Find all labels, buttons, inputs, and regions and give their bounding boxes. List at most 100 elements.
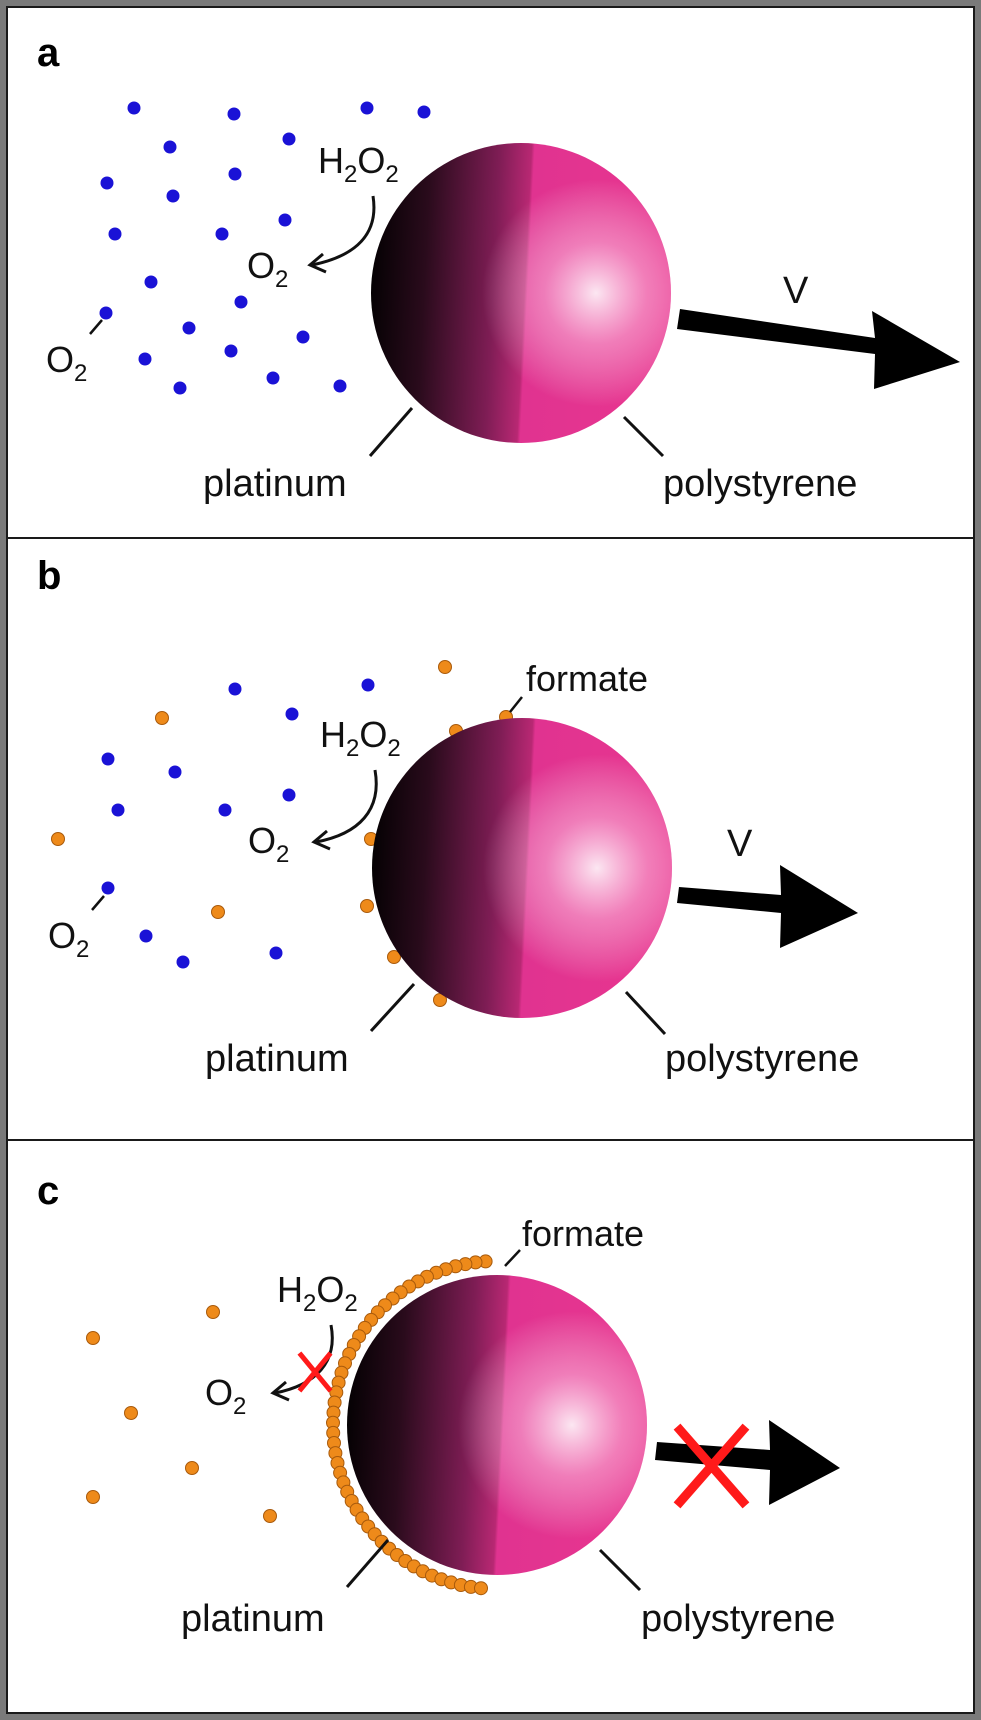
oxygen-dot: [228, 682, 242, 696]
oxygen-dot: [269, 946, 283, 960]
oxygen-dot: [278, 213, 292, 227]
janus-particle: [347, 1275, 647, 1575]
velocity-label: V: [727, 823, 753, 865]
o2-product-label: O2: [248, 820, 289, 868]
reaction-arrow: [274, 1324, 334, 1395]
motion-blocked-mark: [673, 1423, 750, 1509]
platinum-label: platinum: [205, 1038, 349, 1080]
reaction-arrow: [311, 195, 376, 267]
polystyrene-leader-line: [598, 1548, 642, 1592]
reaction-arrow: [315, 769, 378, 844]
oxygen-dot: [417, 105, 431, 119]
o2-label: O2: [48, 915, 89, 963]
h2o2-label: H2O2: [320, 714, 401, 762]
oxygen-dot: [296, 330, 310, 344]
oxygen-dot: [266, 371, 280, 385]
formate-dot: [124, 1406, 138, 1420]
reaction-arrow-head: [270, 1380, 290, 1402]
formate-dot: [360, 899, 374, 913]
oxygen-molecules: [101, 678, 375, 969]
oxygen-dot: [282, 788, 296, 802]
oxygen-dot: [168, 765, 182, 779]
oxygen-dot: [108, 227, 122, 241]
formate-dot: [86, 1490, 100, 1504]
o2-leader-line: [91, 895, 105, 911]
oxygen-dot: [127, 101, 141, 115]
formate-dot: [155, 711, 169, 725]
polystyrene-leader-line: [624, 990, 667, 1036]
velocity-label: V: [783, 270, 809, 312]
oxygen-dot: [282, 132, 296, 146]
platinum-leader-line: [368, 407, 414, 457]
oxygen-dot: [138, 352, 152, 366]
o2-label: O2: [46, 339, 87, 387]
oxygen-dot: [227, 107, 241, 121]
oxygen-dot: [100, 176, 114, 190]
velocity-arrow: [655, 1420, 840, 1505]
oxygen-dot: [333, 379, 347, 393]
h2o2-label: H2O2: [318, 140, 399, 188]
formate-shell: [326, 1254, 493, 1596]
oxygen-dot: [101, 881, 115, 895]
oxygen-dot: [176, 955, 190, 969]
oxygen-dot: [144, 275, 158, 289]
oxygen-dot: [182, 321, 196, 335]
oxygen-dot: [139, 929, 153, 943]
platinum-label: platinum: [181, 1598, 325, 1640]
oxygen-dot: [163, 140, 177, 154]
platinum-leader-line: [369, 982, 416, 1033]
panel-a: a O2 H2O2: [37, 31, 960, 505]
panel-letter: b: [37, 554, 61, 598]
oxygen-dot: [360, 101, 374, 115]
reaction-arrow-head: [311, 829, 331, 851]
reaction-arrow-head: [307, 252, 327, 274]
figure-inner-border: [6, 6, 975, 1714]
oxygen-dot: [234, 295, 248, 309]
oxygen-dot: [111, 803, 125, 817]
formate-dot: [211, 905, 225, 919]
oxygen-dot: [101, 752, 115, 766]
formate-leader-line: [504, 1249, 521, 1267]
oxygen-dot: [99, 306, 113, 320]
formate-dot: [263, 1509, 277, 1523]
panel-c: c formate H2O2 O2: [37, 1169, 840, 1640]
formate-dot: [474, 1581, 488, 1596]
oxygen-dot: [228, 167, 242, 181]
oxygen-dot: [173, 381, 187, 395]
polystyrene-label: polystyrene: [641, 1598, 835, 1640]
oxygen-dot: [166, 189, 180, 203]
formate-molecules: [86, 1305, 277, 1523]
formate-dot: [206, 1305, 220, 1319]
reaction-blocked-mark: [297, 1351, 333, 1393]
o2-leader-line: [89, 319, 103, 335]
formate-dot: [51, 832, 65, 846]
o2-product-label: O2: [247, 245, 288, 293]
formate-dot: [185, 1461, 199, 1475]
platinum-label: platinum: [203, 463, 347, 505]
panel-letter: a: [37, 31, 60, 75]
polystyrene-leader-line: [622, 415, 665, 458]
polystyrene-label: polystyrene: [663, 463, 857, 505]
polystyrene-label: polystyrene: [665, 1038, 859, 1080]
oxygen-molecules: [99, 101, 431, 395]
panel-b: b formate: [37, 554, 859, 1080]
oxygen-dot: [215, 227, 229, 241]
formate-label: formate: [522, 1213, 644, 1254]
velocity-arrow: [677, 309, 960, 389]
oxygen-dot: [361, 678, 375, 692]
formate-label: formate: [526, 658, 648, 699]
formate-dot: [86, 1331, 100, 1345]
janus-particle: [372, 718, 672, 1018]
o2-product-label: O2: [205, 1372, 246, 1420]
oxygen-dot: [218, 803, 232, 817]
formate-dot: [387, 950, 401, 964]
oxygen-dot: [285, 707, 299, 721]
formate-leader-line: [509, 696, 523, 713]
platinum-leader-line: [345, 1539, 390, 1588]
velocity-arrow: [677, 865, 858, 948]
oxygen-dot: [224, 344, 238, 358]
formate-dot: [438, 660, 452, 674]
panel-letter: c: [37, 1169, 59, 1213]
janus-particle: [371, 143, 671, 443]
